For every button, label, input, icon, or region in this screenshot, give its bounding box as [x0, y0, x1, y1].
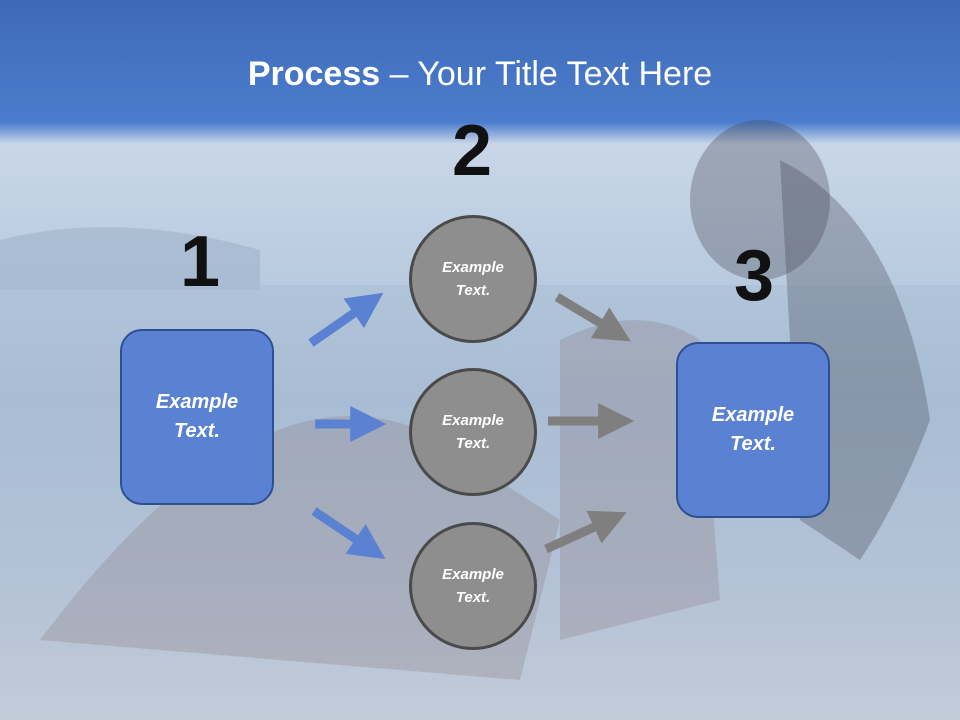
circle-bottom-label: Example Text.: [442, 566, 504, 606]
step-number-2: 2: [451, 111, 493, 191]
step-2-circle-bottom: Example Text.: [409, 522, 537, 650]
step-2-circle-top: Example Text.: [409, 215, 537, 343]
title-rest: – Your Title Text Here: [380, 55, 713, 93]
step-number-3: 3: [733, 236, 775, 316]
circle-top-label: Example Text.: [442, 259, 504, 299]
arrow-gray-down: [554, 293, 631, 342]
step-number-1: 1: [179, 222, 221, 302]
arrow-gray-up: [544, 510, 627, 554]
step-2-circle-middle: Example Text.: [409, 368, 537, 496]
step-3-box: Example Text.: [676, 342, 830, 518]
arrow-blue-up: [308, 292, 384, 347]
step-1-label: Example Text.: [155, 391, 239, 442]
slide-title: Process – Your Title Text Here: [0, 52, 960, 96]
title-bold: Process: [247, 55, 381, 93]
step-1-box: Example Text.: [120, 329, 274, 505]
step-3-label: Example Text.: [711, 404, 795, 455]
arrow-blue-down: [311, 507, 386, 560]
circle-middle-label: Example Text.: [442, 412, 504, 452]
